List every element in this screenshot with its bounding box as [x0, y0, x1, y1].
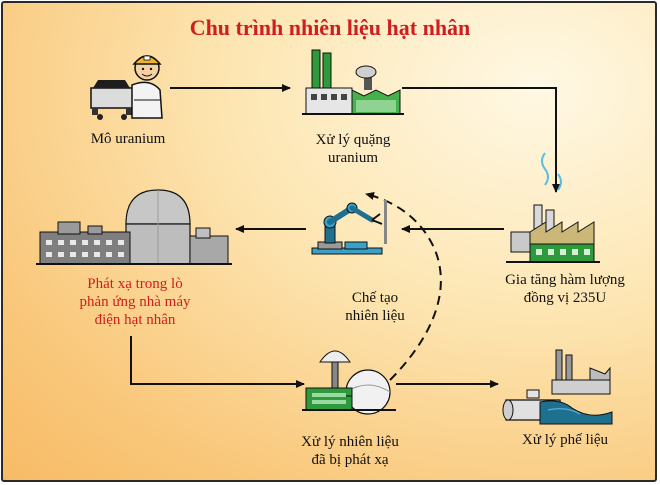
ore-processing-plant-icon: [302, 49, 404, 115]
miner-icon: [90, 55, 163, 120]
label-line: Mô uranium: [90, 131, 166, 147]
waste-disposal-icon: [502, 349, 613, 425]
label-line: Xử lý phế liệu: [521, 432, 609, 448]
flow-arrows: [130, 84, 560, 388]
node-waste-label: Xử lý phế liệu: [500, 431, 630, 449]
label-line: Xử lý quặng: [315, 132, 391, 148]
label-line: uranium: [328, 150, 378, 166]
node-mining-label: Mô uranium: [68, 130, 188, 148]
arrow-reactor-to-reprocessing: [130, 336, 305, 388]
dashed-recycle-arrow: [365, 192, 442, 381]
node-reactor-label: Phát xạ trong lò phản ứng nhà máy điện h…: [60, 275, 210, 329]
label-line: điện hạt nhân: [94, 312, 176, 328]
node-fabrication-label: Chế tạo nhiên liệu: [315, 289, 435, 325]
node-enrichment-label: Gia tăng hàm lượng đồng vị 235U: [490, 271, 640, 307]
fuel-fabrication-robot-icon: [311, 200, 387, 255]
arrow-ore-to-enrichment: [402, 87, 560, 193]
enrichment-plant-icon: [506, 152, 600, 263]
label-line: phản ứng nhà máy: [79, 294, 191, 310]
label-line: Gia tăng hàm lượng: [505, 272, 625, 288]
diagram-title: Chu trình nhiên liệu hạt nhân: [189, 15, 471, 40]
label-line: Xử lý nhiên liệu: [301, 434, 399, 450]
label-line: Chế tạo: [351, 290, 399, 306]
node-reprocessing-label: Xử lý nhiên liệu đã bị phát xạ: [280, 433, 420, 469]
label-line: đồng vị 235U: [523, 290, 607, 306]
label-line: nhiên liệu: [345, 308, 405, 324]
node-ore-processing-label: Xử lý quặng uranium: [288, 131, 418, 167]
label-line: Phát xạ trong lò: [87, 276, 183, 292]
reprocessing-plant-icon: [302, 350, 396, 415]
nuclear-power-plant-icon: [36, 189, 232, 265]
label-line: đã bị phát xạ: [311, 452, 389, 468]
